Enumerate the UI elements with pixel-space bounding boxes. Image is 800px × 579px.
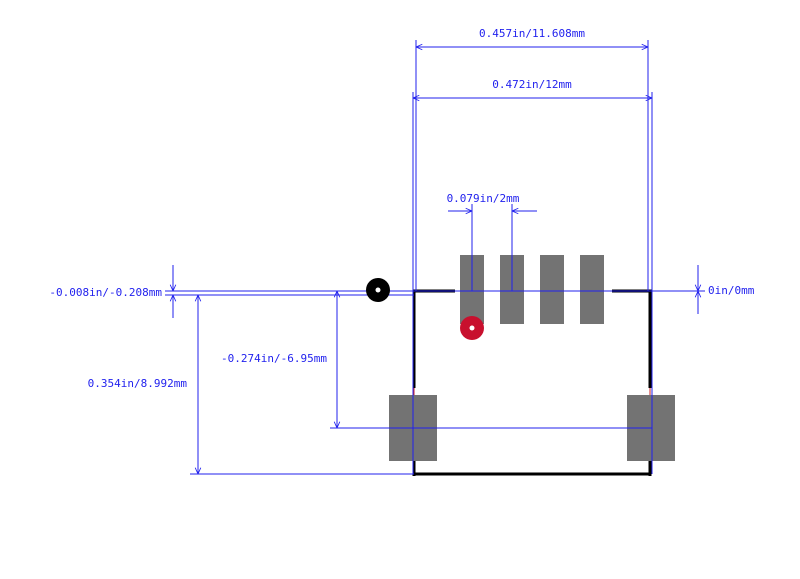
dim-label-pin-pitch: 0.079in/2mm: [447, 192, 520, 205]
dim-label-vertical-offset-left: -0.008in/-0.208mm: [49, 286, 162, 299]
dim-label-body-height: 0.354in/8.992mm: [88, 377, 188, 390]
dim-label-vertical-offset-right: 0in/0mm: [708, 284, 755, 297]
dimension-lines: [165, 40, 705, 474]
silkscreen-outline: [412, 289, 652, 476]
dim-label-body-width: 0.472in/12mm: [492, 78, 572, 91]
courtyard-outline: [413, 290, 651, 475]
dim-label-outer-width: 0.457in/11.608mm: [479, 27, 585, 40]
signal-pad-4: [580, 255, 604, 324]
dim-label-mount-pad-offset: -0.274in/-6.95mm: [221, 352, 327, 365]
pin1-marker-icon: [460, 316, 484, 340]
signal-pad-3: [540, 255, 564, 324]
origin-marker-icon: [366, 278, 390, 302]
